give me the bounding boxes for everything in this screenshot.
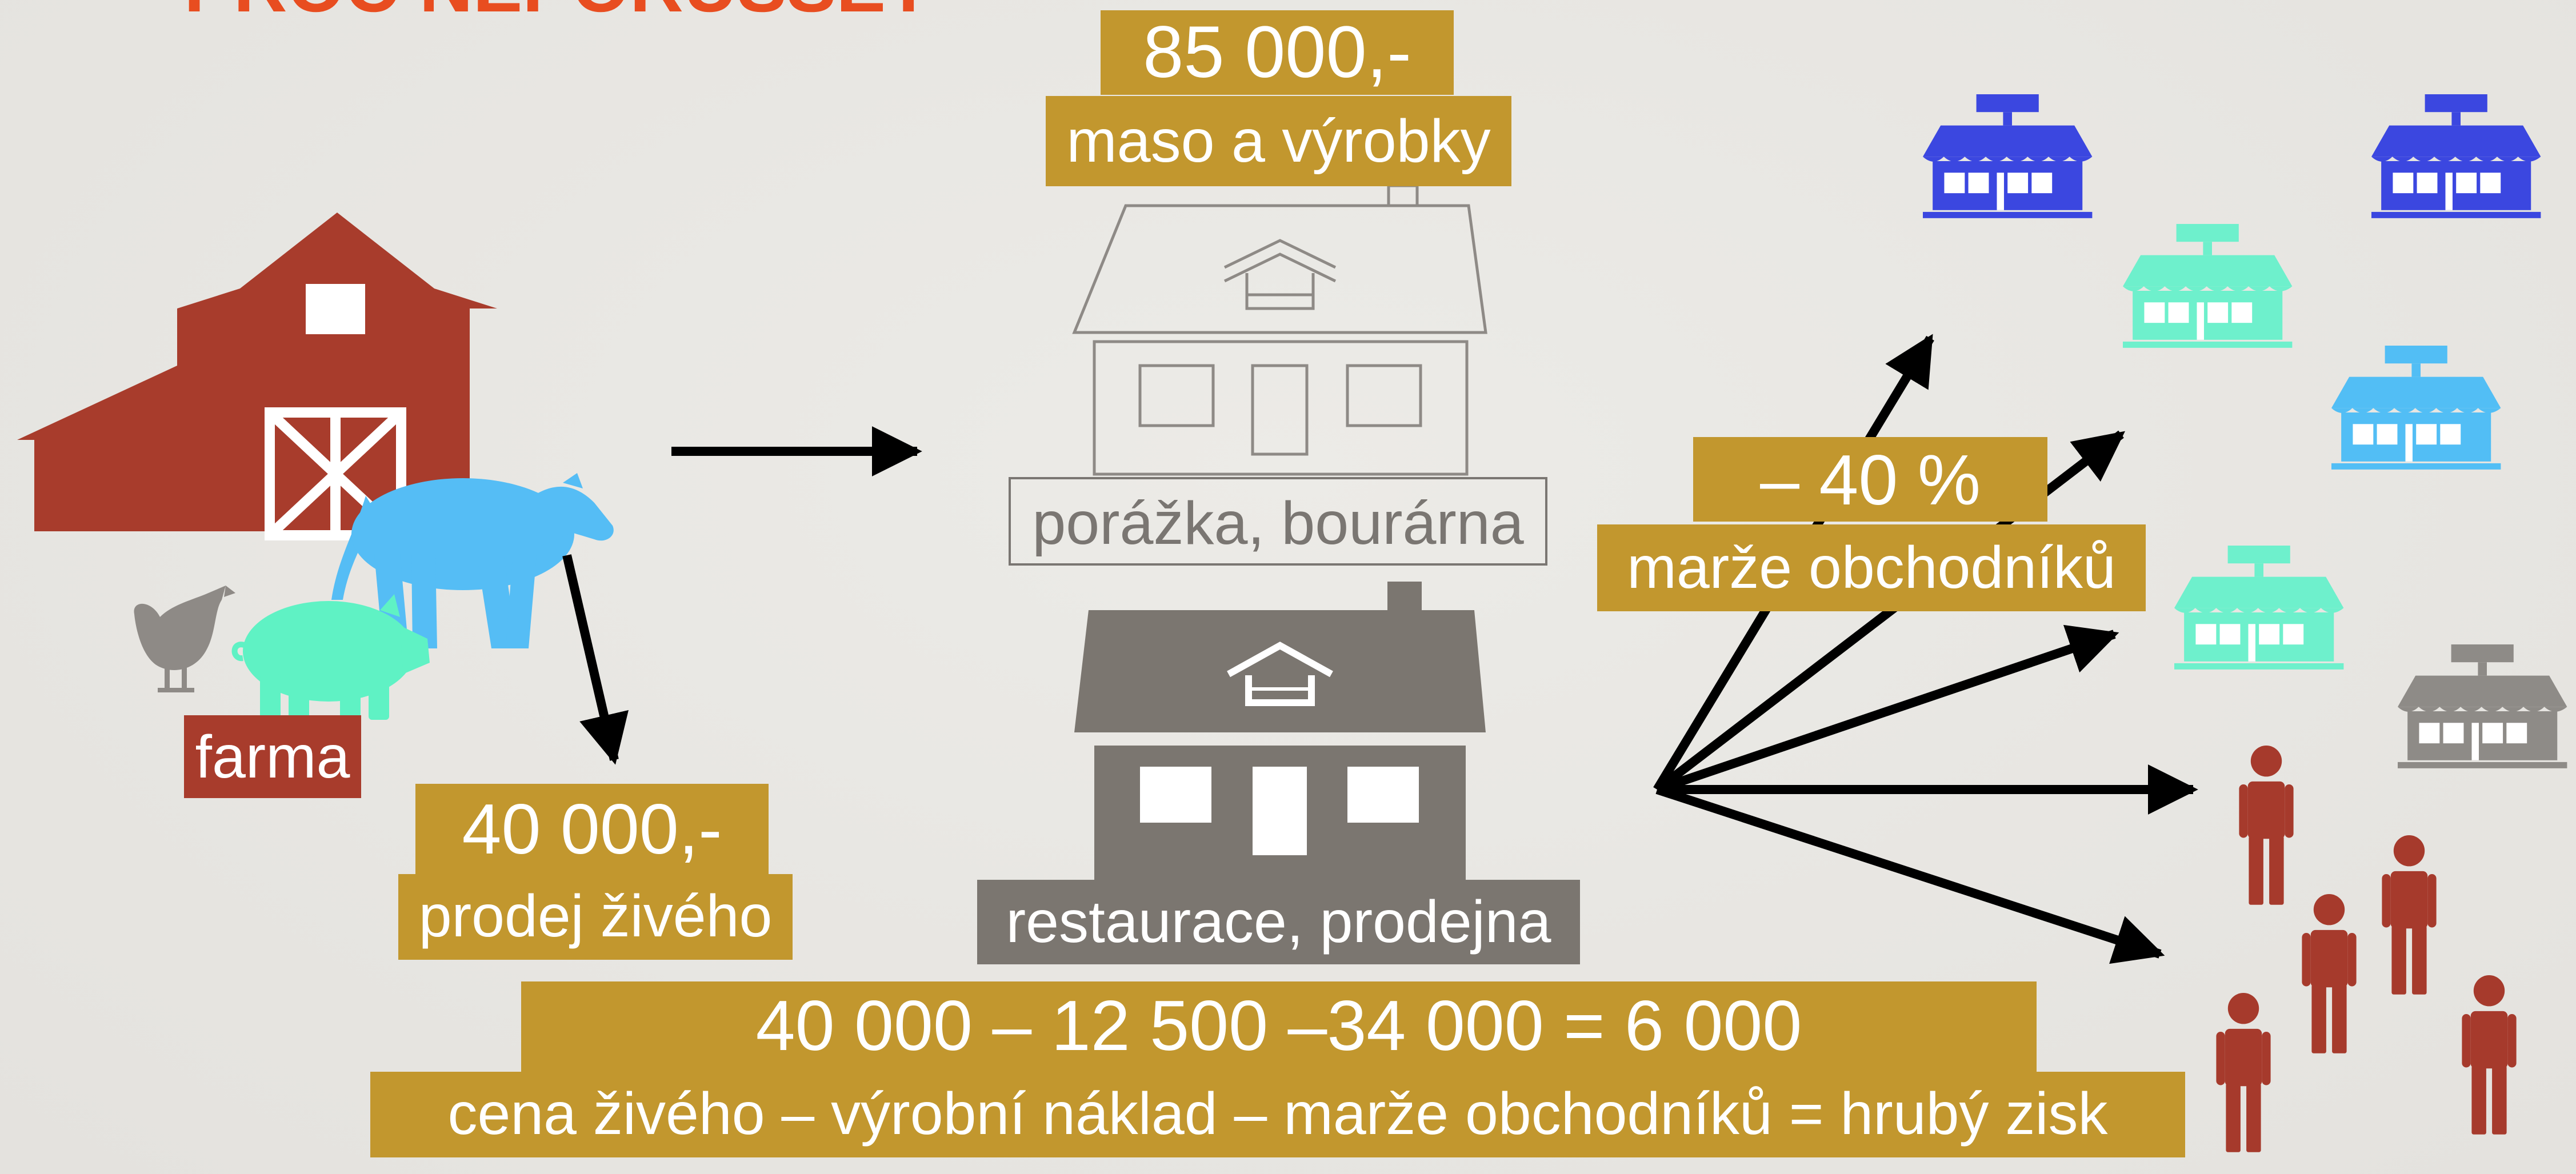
- retail-label: restaurace, prodejna: [977, 880, 1580, 964]
- store-icon: [2123, 224, 2293, 348]
- person-icon: [2239, 746, 2294, 905]
- store-icon: [2174, 546, 2344, 670]
- store-icon: [2371, 94, 2541, 218]
- slaughterhouse-label: porážka, bourárna: [1009, 477, 1547, 566]
- farm-label: farma: [184, 715, 361, 798]
- person-icon: [2462, 975, 2517, 1135]
- chicken-icon: [134, 586, 235, 692]
- store-icon: [2398, 644, 2567, 768]
- margin-label: marže obchodníků: [1597, 524, 2146, 611]
- person-icon: [2216, 993, 2271, 1152]
- equation-formula: 40 000 – 12 500 –34 000 = 6 000: [521, 981, 2037, 1072]
- slaughter-price: 85 000,-: [1101, 10, 1454, 95]
- restaurant-icon: [1074, 582, 1486, 917]
- store-icon: [1923, 94, 2093, 218]
- barn-icon: [17, 213, 497, 540]
- person-icon: [2302, 894, 2357, 1053]
- equation-legend: cena živého – výrobní náklad – marže obc…: [370, 1072, 2185, 1157]
- live-sale-price: 40 000,-: [415, 784, 769, 874]
- slaughter-product: maso a výrobky: [1046, 96, 1511, 186]
- store-icon: [2331, 346, 2501, 470]
- slaughterhouse-icon: [1072, 184, 1487, 476]
- person-icon: [2382, 835, 2437, 995]
- pig-icon: [231, 594, 430, 720]
- heading: PROČ NEPORUSSET: [184, 0, 931, 29]
- arrow-icon: [1655, 785, 2165, 964]
- margin-value: – 40 %: [1693, 437, 2047, 522]
- live-sale-label: prodej živého: [398, 874, 793, 960]
- arrow-icon: [562, 554, 629, 765]
- arrow-icon: [1655, 624, 2119, 794]
